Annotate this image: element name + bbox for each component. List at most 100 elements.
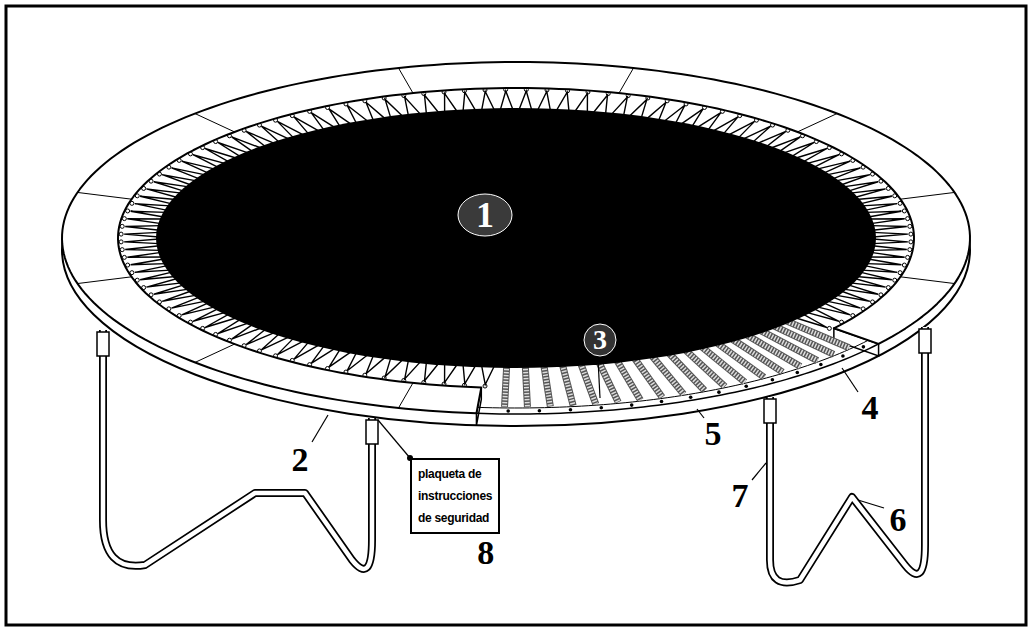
spring-eye xyxy=(906,255,910,259)
spring xyxy=(599,362,618,402)
safety-plaque: plaqueta de instrucciones de seguridad xyxy=(410,458,500,534)
spring-coil xyxy=(599,362,618,402)
leg-tube xyxy=(770,327,925,583)
pad-seam xyxy=(195,114,235,132)
spring-eye xyxy=(827,326,831,330)
pad-seam xyxy=(77,277,131,284)
pad-seam xyxy=(619,68,633,93)
badge-outline xyxy=(584,324,616,356)
spring-hook xyxy=(871,226,906,231)
spring-hook xyxy=(127,252,163,257)
spring-hook xyxy=(482,365,495,384)
rail-hole xyxy=(538,409,542,413)
leader-line xyxy=(598,359,600,398)
pad-seam xyxy=(77,192,131,199)
callout-number: 2 xyxy=(292,443,309,477)
callout-number: 5 xyxy=(705,417,722,451)
pad-seam xyxy=(195,344,235,362)
leader-line xyxy=(378,420,410,458)
rail-hole xyxy=(796,371,800,375)
spring-coil xyxy=(718,343,764,377)
spring-eye xyxy=(119,232,123,236)
spring-eye xyxy=(122,255,126,259)
spring-hook xyxy=(125,246,160,251)
spring-hook xyxy=(463,92,476,111)
spring-eye xyxy=(119,240,123,244)
spring-hook xyxy=(463,365,476,384)
spring-hook xyxy=(869,252,905,257)
spring-hook xyxy=(869,219,905,224)
rail-hole xyxy=(862,345,866,349)
plaque-text: plaqueta de instrucciones de seguridad xyxy=(418,463,492,529)
spring xyxy=(544,366,550,407)
callout-badge: 1 xyxy=(457,193,513,237)
jumping-mat xyxy=(156,108,876,368)
spring-hook xyxy=(556,92,569,111)
spring xyxy=(525,366,527,407)
spring-coil xyxy=(617,361,640,400)
pad-seam xyxy=(797,114,837,132)
pad-seam xyxy=(398,383,412,408)
rail-hole xyxy=(841,354,845,358)
leader-line xyxy=(858,500,884,508)
callout-number: 4 xyxy=(862,391,879,425)
rail-hole xyxy=(506,409,510,413)
leg-tube xyxy=(103,330,372,569)
leg-sleeve xyxy=(919,329,931,353)
spring-eye xyxy=(909,232,913,236)
callout-badge: 3 xyxy=(583,323,617,357)
spring-hook xyxy=(131,259,167,265)
rail-hole xyxy=(819,363,823,367)
spring-coil xyxy=(525,366,527,407)
spring-coil xyxy=(702,347,745,382)
callout-number: 7 xyxy=(732,479,749,513)
spring-hook xyxy=(124,232,159,237)
spring-eye xyxy=(908,224,912,228)
spring-hook xyxy=(131,211,167,217)
spring-hook xyxy=(482,91,495,110)
rail-hole xyxy=(660,400,664,404)
spring-hook xyxy=(866,259,902,265)
leg-tube xyxy=(103,330,372,569)
spring-coil xyxy=(581,364,596,404)
callout-number: 8 xyxy=(477,536,494,570)
spring-hook xyxy=(575,93,588,112)
spring-hook xyxy=(124,239,159,244)
spring-hook xyxy=(873,239,908,244)
leader-line xyxy=(842,368,858,392)
spring-coil xyxy=(562,365,573,406)
callout-number: 6 xyxy=(890,503,907,537)
spring-eye xyxy=(909,240,913,244)
spring xyxy=(718,343,764,377)
callout-number: 1 xyxy=(476,197,494,233)
rail-hole xyxy=(744,384,748,388)
leg-sleeve xyxy=(764,399,776,423)
spring-hook xyxy=(866,211,902,217)
rail-hole xyxy=(569,408,573,412)
spring xyxy=(505,366,507,407)
spring xyxy=(562,365,573,406)
spring-hook xyxy=(873,232,908,237)
leader-line xyxy=(752,463,766,480)
pad-seam xyxy=(398,68,412,93)
spring-eye xyxy=(122,217,126,221)
spring-hook xyxy=(538,91,551,110)
spring-hook xyxy=(125,226,160,231)
leader-line xyxy=(312,415,328,442)
spring-coil xyxy=(505,366,507,407)
spring-hook xyxy=(127,219,163,224)
rail-hole xyxy=(771,378,775,382)
frame xyxy=(6,6,1026,625)
spring-eye xyxy=(483,384,487,388)
spring xyxy=(702,347,745,382)
spring-hook xyxy=(519,91,532,110)
leader-line xyxy=(697,409,704,418)
spring-hook xyxy=(871,246,906,251)
spring xyxy=(617,361,640,400)
pad-seam xyxy=(900,192,954,199)
spring-eye xyxy=(908,248,912,252)
leg-tube xyxy=(770,327,925,583)
spring xyxy=(581,364,596,404)
